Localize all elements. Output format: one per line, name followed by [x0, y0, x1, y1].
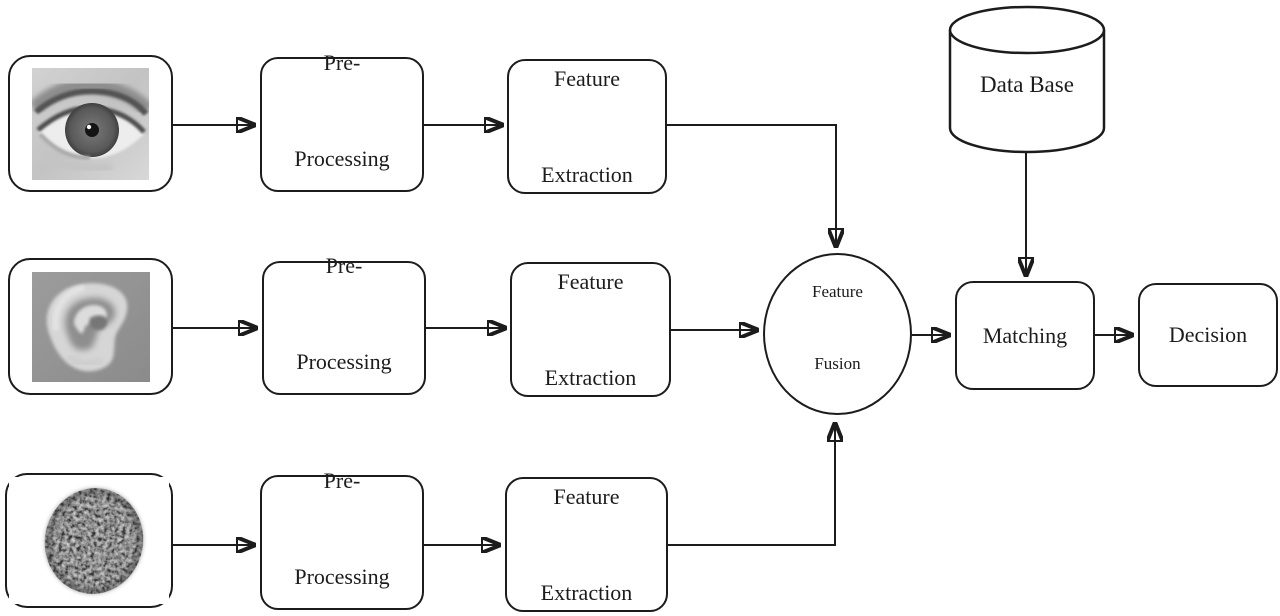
feature-extraction-label-line1: Feature — [553, 483, 620, 509]
arrow-extraction3-to-fusion-bottom — [667, 423, 835, 546]
preprocessing-box-eye: Pre- Processing — [260, 50, 424, 192]
feature-extraction-label-line2: Extraction — [541, 161, 633, 187]
feature-fusion-label-line2: Fusion — [814, 354, 861, 373]
matching-box: Matching — [955, 281, 1095, 390]
feature-extraction-label-line1: Feature — [554, 65, 620, 91]
database-label: Data Base — [980, 72, 1074, 97]
feature-extraction-box-fingerprint: Feature Extraction — [505, 477, 668, 612]
eye-input-node — [8, 55, 173, 192]
eye-image — [32, 67, 149, 180]
preprocessing-label-line2: Processing — [294, 145, 390, 171]
ear-input-node — [8, 258, 173, 395]
feature-fusion-node: Feature Fusion — [763, 253, 912, 415]
preprocessing-box-fingerprint: Pre- Processing — [260, 468, 424, 610]
feature-extraction-label-line2: Extraction — [540, 579, 633, 605]
database-cylinder-icon — [948, 5, 1106, 154]
database-node: Data Base — [948, 4, 1106, 154]
feature-extraction-box-eye: Feature Extraction — [507, 59, 667, 194]
matching-label: Matching — [982, 322, 1068, 348]
feature-extraction-label-line2: Extraction — [544, 364, 637, 390]
feature-extraction-label-line1: Feature — [557, 268, 624, 294]
preprocessing-label-line1: Pre- — [323, 49, 361, 75]
fingerprint-input-node — [5, 473, 173, 608]
preprocessing-box-ear: Pre- Processing — [262, 253, 426, 395]
preprocessing-label-line2: Processing — [296, 349, 392, 374]
preprocessing-label-line1: Pre- — [325, 253, 363, 278]
decision-label: Decision — [1168, 322, 1248, 347]
ear-image — [31, 271, 150, 382]
arrow-extraction1-to-fusion-top — [666, 124, 836, 247]
feature-extraction-box-ear: Feature Extraction — [510, 262, 671, 397]
decision-box: Decision — [1138, 283, 1278, 387]
fingerprint-image — [9, 477, 169, 604]
preprocessing-label-line2: Processing — [294, 563, 390, 589]
feature-fusion-label-line1: Feature — [812, 282, 863, 301]
preprocessing-label-line1: Pre- — [323, 467, 361, 493]
